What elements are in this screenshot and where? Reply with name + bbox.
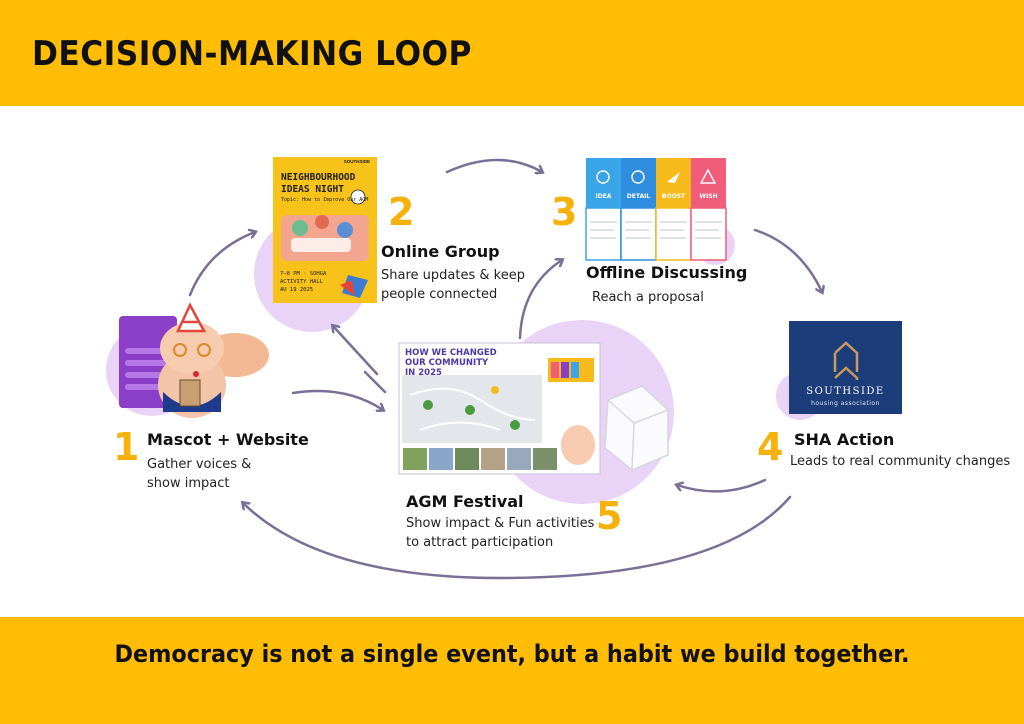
party-hat-icon [176, 302, 207, 333]
arrow-3-to-4 [753, 228, 822, 292]
discussion-cards [585, 158, 727, 261]
poster-details: 7–8 PM · SOHGA ACTIVITY HALL AU 19 2025 [280, 271, 327, 293]
step-5-title: AGM Festival [406, 492, 524, 511]
arrow-4-to-5 [677, 478, 767, 493]
step-4-number: 4 [757, 425, 784, 469]
step-1-number: 1 [113, 425, 140, 469]
poster-brand: SOUTHSIDE [344, 159, 370, 164]
step-3-description: Reach a proposal [592, 290, 704, 305]
poster-title: NEIGHBOURHOOD IDEAS NIGHT [281, 172, 356, 195]
arrow-1-to-5 [291, 389, 383, 410]
page-title: DECISION-MAKING LOOP [32, 34, 472, 74]
ideas-night-poster [273, 157, 377, 303]
card-label-wish: WISH [699, 193, 718, 200]
step-3-number: 3 [551, 190, 578, 234]
sha-logo-subtitle: housing association [811, 400, 880, 407]
agm-poster [398, 342, 601, 475]
mascot-and-website [119, 302, 269, 418]
step-4-description: Leads to real community changes [790, 454, 1011, 469]
header-banner [0, 0, 1024, 106]
step-5-description: Show impact & Fun activities to attract … [406, 516, 595, 550]
arrow-2-to-3 [445, 158, 542, 172]
card-label-boost: BOOST [661, 193, 686, 200]
dice-cube [604, 385, 669, 471]
poster-topic: Topic: How to Improve Our AGM [281, 197, 369, 203]
arrow-1-to-2 [188, 232, 255, 297]
step-1-description: Gather voices & show impact [147, 457, 252, 491]
step-1-title: Mascot + Website [147, 430, 309, 449]
step-4-title: SHA Action [794, 430, 895, 449]
arrow-5-to-2 [333, 326, 379, 376]
card-label-idea: IDEA [595, 193, 612, 200]
mascot-head [160, 322, 224, 374]
card-label-detail: DETAIL [626, 193, 651, 200]
step-2-description: Share updates & keep people connected [381, 268, 525, 302]
step-3-title: Offline Discussing [586, 263, 748, 282]
step-2-title: Online Group [381, 242, 500, 261]
step-5-number: 5 [596, 494, 623, 538]
arrow-5-to-3 [518, 260, 562, 340]
footer-banner [0, 617, 1024, 724]
arrow-return-loop [243, 495, 792, 580]
footer-tagline: Democracy is not a single event, but a h… [114, 640, 910, 668]
sha-logo-name: SOUTHSIDE [806, 386, 885, 397]
agm-poster-title: HOW WE CHANGED OUR COMMUNITY IN 2025 [405, 348, 497, 378]
sha-logo [789, 321, 902, 414]
step-2-number: 2 [388, 190, 415, 234]
